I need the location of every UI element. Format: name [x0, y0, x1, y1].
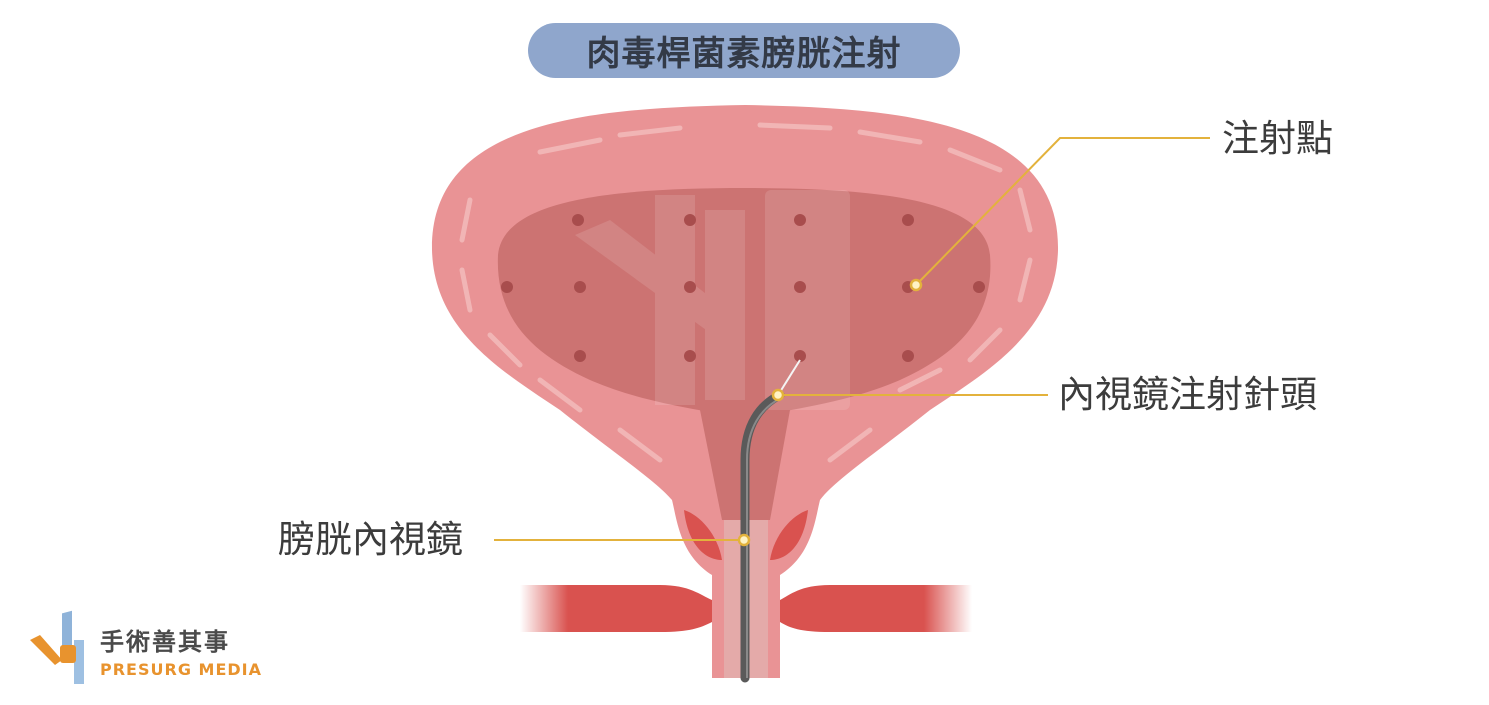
- needle-tip: [779, 359, 801, 393]
- label-endoscope-needle: 內視鏡注射針頭: [1058, 373, 1317, 416]
- injection-dot: [794, 281, 806, 293]
- logo-icon: [30, 610, 84, 684]
- leader-dots: [737, 278, 923, 547]
- injection-dot: [501, 281, 513, 293]
- label-injection-points: 注射點: [1222, 117, 1333, 160]
- injection-dot: [794, 214, 806, 226]
- label-cystoscope: 膀胱內視鏡: [278, 518, 463, 561]
- title-pill: 肉毒桿菌素膀胱注射: [528, 23, 960, 78]
- injection-dot: [684, 281, 696, 293]
- injection-dot: [794, 350, 806, 362]
- injection-dot: [902, 350, 914, 362]
- injection-dot: [572, 214, 584, 226]
- watermark: [575, 190, 850, 410]
- logo-english: PRESURG MEDIA: [100, 660, 262, 679]
- injection-points: [501, 214, 985, 362]
- injection-dot: [684, 350, 696, 362]
- left-neck-pocket: [684, 510, 722, 560]
- logo-chinese: 手術善其事: [100, 628, 230, 656]
- diagram-title: 肉毒桿菌素膀胱注射: [586, 34, 902, 74]
- leader-lines: [494, 137, 1210, 541]
- injection-dot: [973, 281, 985, 293]
- right-vessel: [780, 585, 972, 632]
- injection-dot: [574, 350, 586, 362]
- injection-dot: [902, 214, 914, 226]
- injection-dot: [574, 281, 586, 293]
- right-neck-pocket: [770, 510, 808, 560]
- bladder-lumen: [497, 188, 991, 418]
- left-vessel: [520, 585, 712, 632]
- injection-dot: [684, 214, 696, 226]
- muscle-dashes: [459, 122, 1033, 463]
